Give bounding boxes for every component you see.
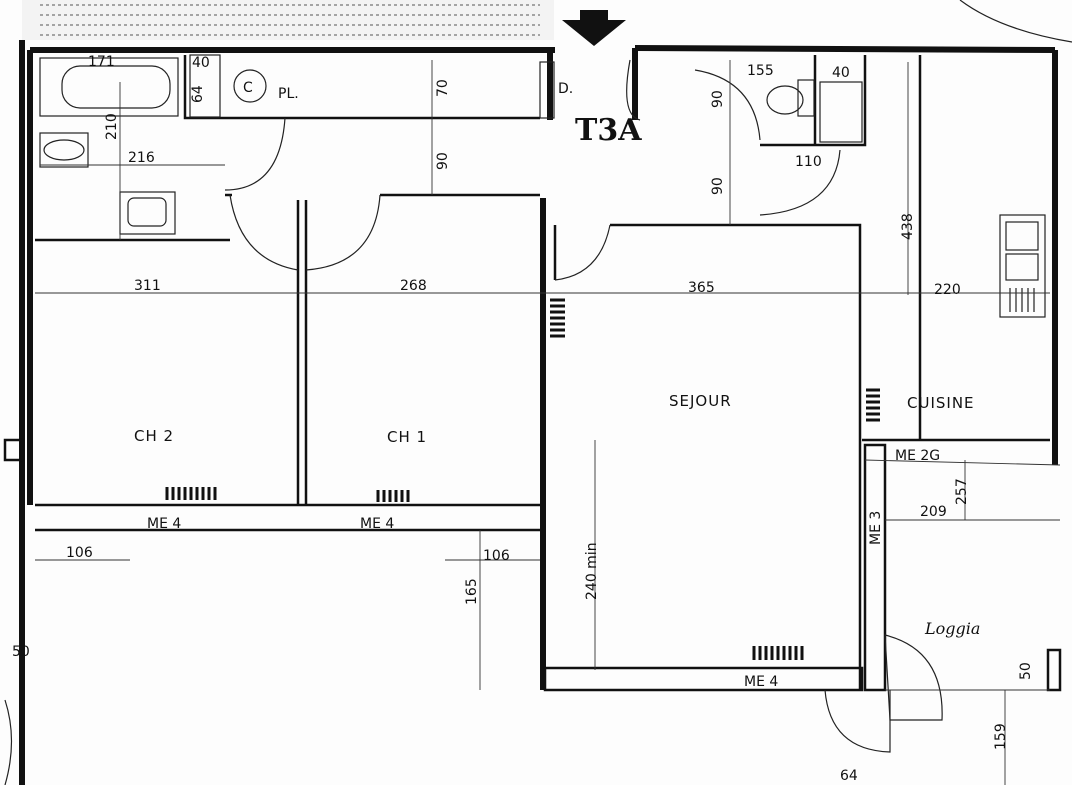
dim-ch1-width: 268 xyxy=(400,278,427,294)
dim-loggia-50: 50 xyxy=(1018,662,1034,680)
dim-left-50: 50 xyxy=(12,644,30,660)
room-cuisine: CUISINE xyxy=(907,394,975,412)
dim-loggia-257: 257 xyxy=(954,478,970,505)
interior-walls xyxy=(35,55,1050,692)
dim-entry-90b: 90 xyxy=(710,177,726,195)
cupboard-label: PL. xyxy=(278,86,299,102)
window-ch2: ME 4 xyxy=(147,516,181,532)
apartment-logo: T3A xyxy=(575,113,642,148)
dim-hall-90: 90 xyxy=(435,152,451,170)
dim-wc-155: 155 xyxy=(747,63,774,79)
dim-bath-length: 171 xyxy=(88,54,115,70)
dim-bottom-64: 64 xyxy=(840,768,858,784)
dim-entry-90: 90 xyxy=(710,90,726,108)
door-swings xyxy=(224,59,841,281)
boiler-icon xyxy=(233,69,267,103)
dim-wc-40: 40 xyxy=(832,65,850,81)
sink-icon xyxy=(119,191,176,235)
dim-shower-depth: 64 xyxy=(190,85,206,103)
kitchen-sink-icon xyxy=(999,214,1046,318)
storage-unit xyxy=(819,81,863,143)
dim-loggia-159: 159 xyxy=(993,723,1009,750)
dim-ch1-106: 106 xyxy=(483,548,510,564)
vent-grilles xyxy=(165,298,880,660)
dim-ch2-106: 106 xyxy=(66,545,93,561)
dim-kitchen-438: 438 xyxy=(900,213,916,240)
dim-loggia-209: 209 xyxy=(920,504,947,520)
curve-top-right xyxy=(959,0,1072,43)
loggia-quarter xyxy=(884,634,943,721)
room-ch2: CH 2 xyxy=(134,427,174,445)
dim-hall-70: 70 xyxy=(435,79,451,97)
window-loggia: ME 3 xyxy=(868,511,884,545)
exterior-walls xyxy=(19,40,1058,785)
window-sejour: ME 4 xyxy=(744,674,778,690)
room-loggia: Loggia xyxy=(924,619,980,638)
dim-cuisine-width: 220 xyxy=(934,282,961,298)
dim-shower-width: 40 xyxy=(192,55,210,71)
room-ch1: CH 1 xyxy=(387,428,427,446)
dim-bath-210: 210 xyxy=(104,113,120,140)
dimension-lines xyxy=(35,60,1061,785)
bathtub-icon xyxy=(39,57,179,117)
dim-bath-216: 216 xyxy=(128,150,155,166)
meter-box xyxy=(539,61,555,119)
dim-sejour-width: 365 xyxy=(688,280,715,296)
entrance-arrow-icon xyxy=(562,20,626,46)
window-ch1: ME 4 xyxy=(360,516,394,532)
toilet-icon xyxy=(766,79,815,117)
dim-ch2-width: 311 xyxy=(134,278,161,294)
dim-balcony-165: 165 xyxy=(464,578,480,605)
washbasin-icon xyxy=(39,132,89,168)
loggia-arc xyxy=(824,689,891,753)
door-label: D. xyxy=(558,81,573,97)
dim-sejour-240: 240 min xyxy=(584,542,600,600)
shower-tray xyxy=(189,54,221,118)
dim-wc-110: 110 xyxy=(795,154,822,170)
room-sejour: SEJOUR xyxy=(669,392,732,410)
boiler-label: C xyxy=(243,80,253,96)
top-hatching xyxy=(22,0,554,40)
window-cuisine: ME 2G xyxy=(895,448,940,464)
